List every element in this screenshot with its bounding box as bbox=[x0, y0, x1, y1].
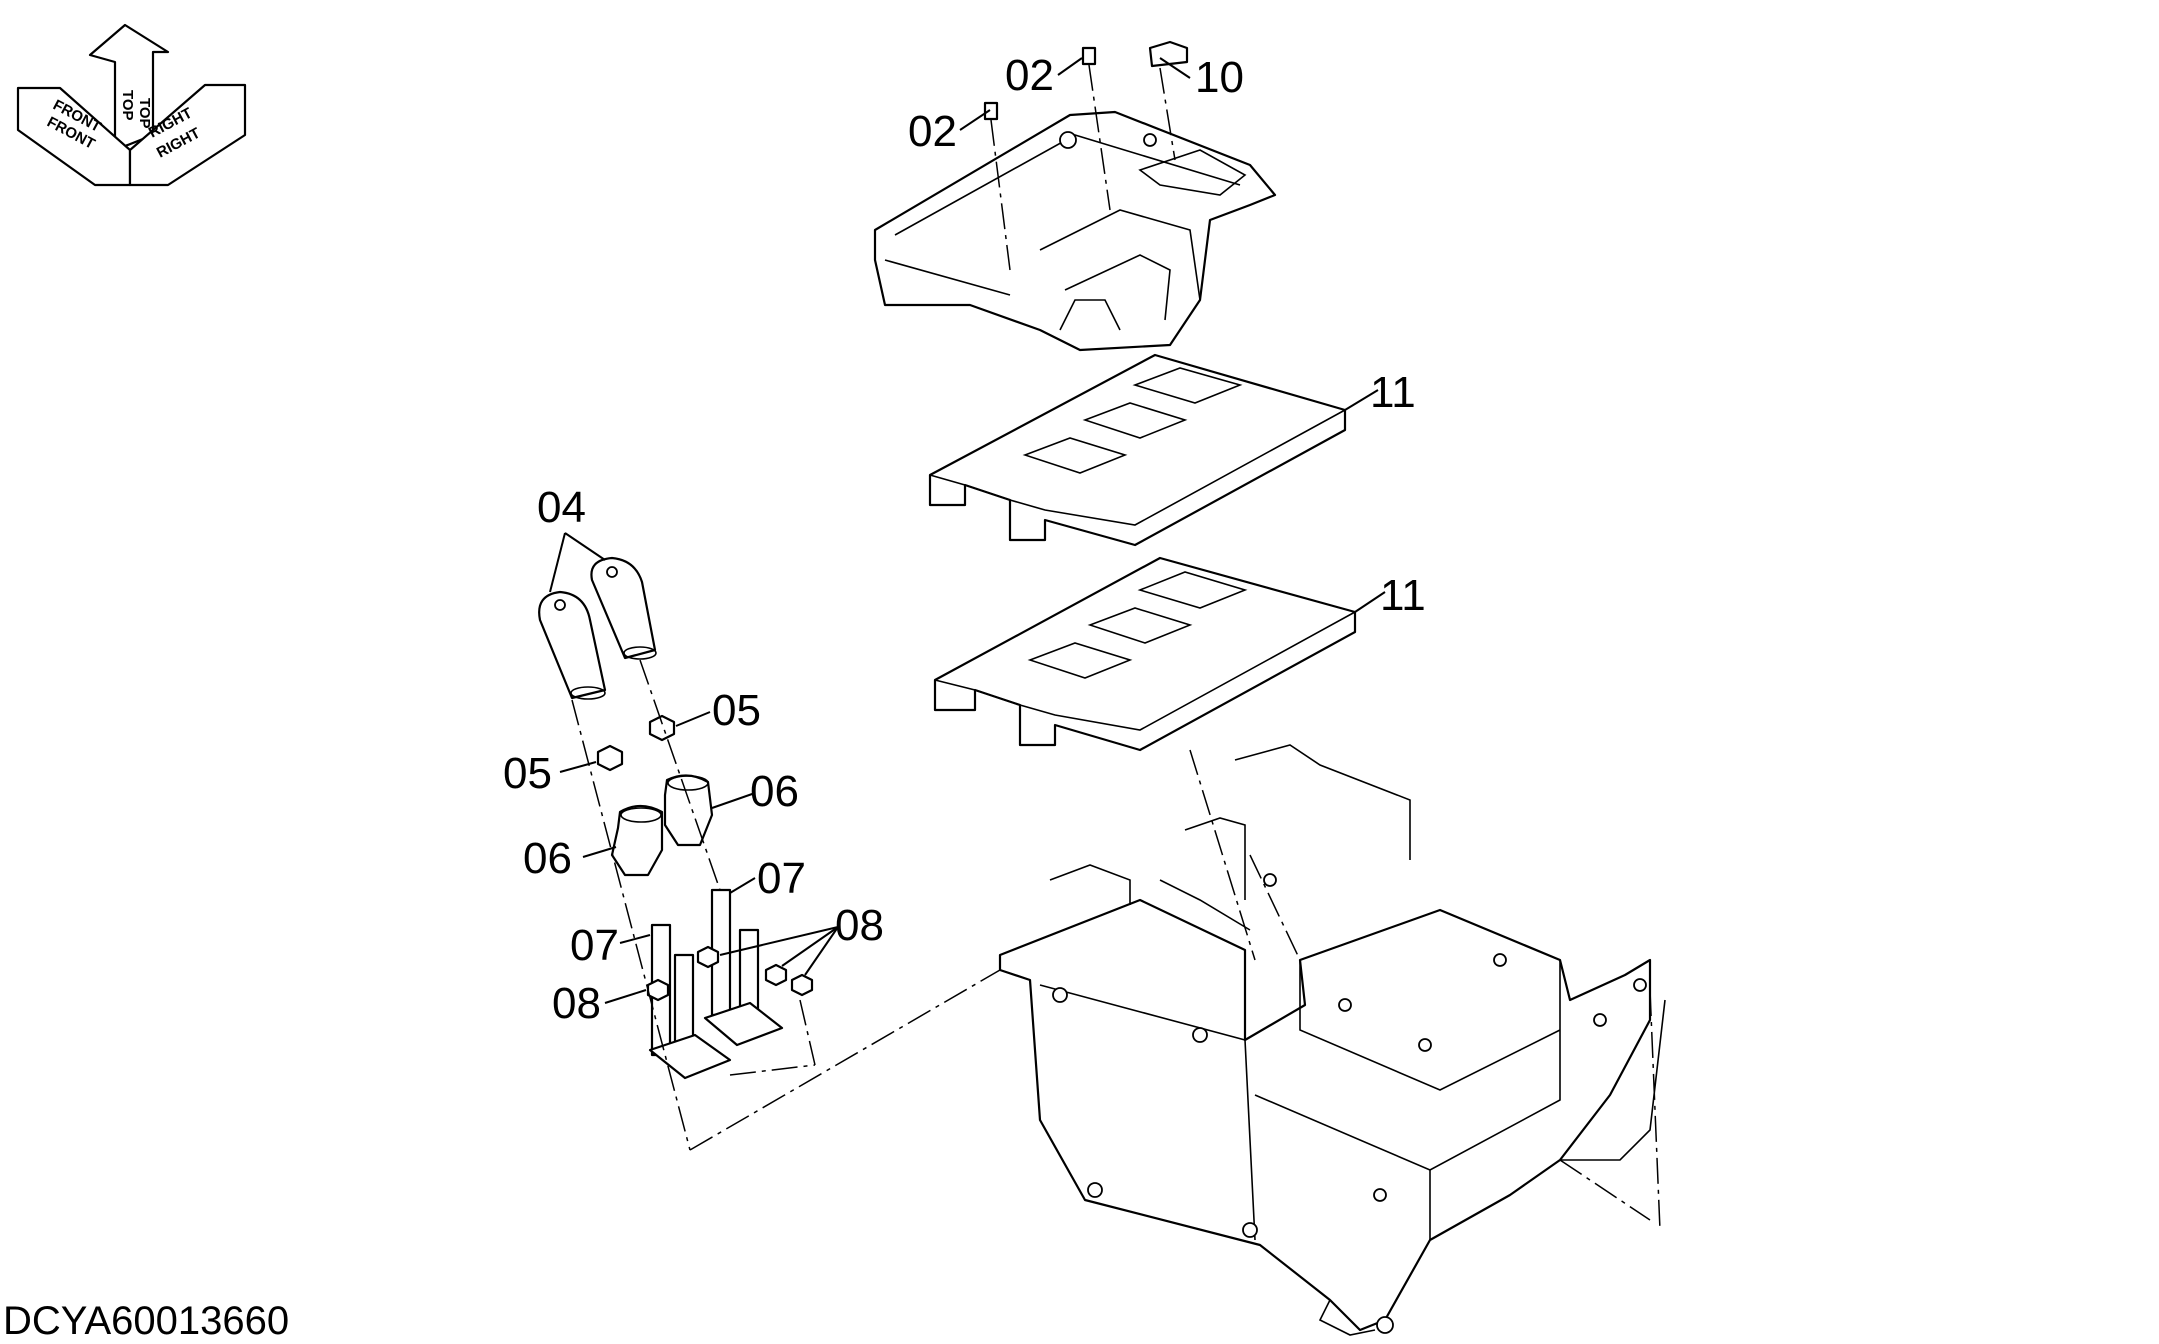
callout-06-left: 06 bbox=[523, 834, 572, 883]
right-arrow-icon: RIGHT RIGHT bbox=[128, 83, 247, 187]
callout-06-right: 06 bbox=[750, 767, 799, 816]
callout-05-right: 05 bbox=[712, 686, 761, 735]
pad-10 bbox=[1148, 40, 1189, 161]
callout-07-left: 07 bbox=[570, 921, 619, 970]
nut-05-right bbox=[648, 714, 676, 742]
callout-07-right: 07 bbox=[757, 854, 806, 903]
nut-05-left bbox=[596, 744, 624, 772]
console-cover bbox=[873, 110, 1277, 352]
callout-08-right: 08 bbox=[835, 901, 884, 950]
console-frame bbox=[998, 744, 1666, 1336]
orientation-top-label-2: TOP bbox=[136, 98, 153, 129]
grip-04-left bbox=[538, 590, 607, 700]
foam-plate-lower bbox=[933, 556, 1357, 752]
front-arrow-icon: FRONT FRONT bbox=[16, 86, 132, 187]
callout-10: 10 bbox=[1195, 53, 1244, 102]
callout-labels: 02 02 10 11 11 04 05 05 06 06 07 07 08 0… bbox=[503, 51, 1426, 1028]
callout-04: 04 bbox=[537, 483, 586, 532]
callout-11-lower: 11 bbox=[1380, 571, 1426, 620]
callout-02-left: 02 bbox=[908, 107, 957, 156]
bolt-08-c bbox=[764, 963, 788, 987]
callout-02-right: 02 bbox=[1005, 51, 1054, 100]
base-plate-right bbox=[703, 1001, 784, 1047]
base-plate-left bbox=[648, 1033, 732, 1080]
lever-assembly bbox=[538, 556, 1001, 1151]
bolt-08-a bbox=[646, 978, 670, 1002]
leader-lines bbox=[549, 57, 1386, 1004]
bolt-08-b bbox=[696, 945, 720, 969]
grip-04-right bbox=[590, 556, 657, 660]
screw-02-left bbox=[983, 101, 1011, 271]
callout-11-upper: 11 bbox=[1370, 368, 1416, 417]
callout-05-left: 05 bbox=[503, 749, 552, 798]
drawing-code: DCYA60013660 bbox=[3, 1299, 289, 1343]
bushing-06-left bbox=[610, 804, 664, 877]
screw-02-right bbox=[1081, 46, 1111, 211]
orientation-indicator: TOP TOP FRONT FRONT RIGHT RIGHT bbox=[16, 23, 247, 187]
bolt-08-d bbox=[790, 973, 814, 997]
top-arrow-icon: TOP TOP bbox=[88, 23, 170, 152]
callout-08-left: 08 bbox=[552, 979, 601, 1028]
foam-plate-upper bbox=[928, 353, 1347, 547]
orientation-top-label: TOP bbox=[119, 90, 136, 121]
bushing-06-right bbox=[663, 774, 714, 847]
